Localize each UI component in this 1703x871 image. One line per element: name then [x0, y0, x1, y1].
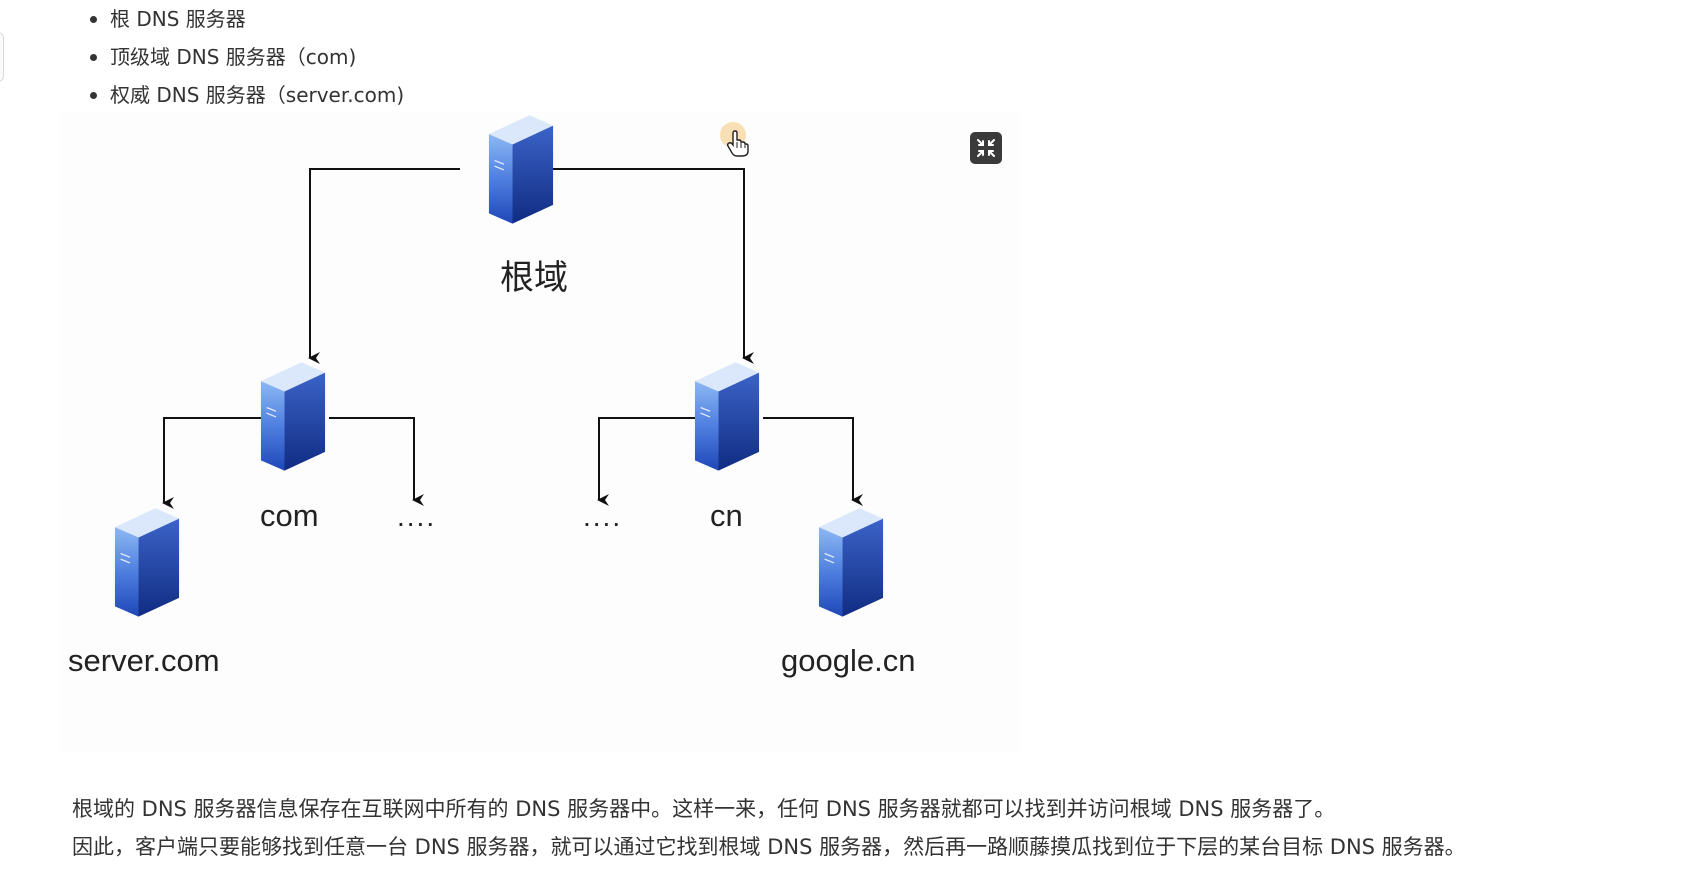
hand-pointer-icon [727, 130, 749, 157]
arrow-com-to-more [329, 417, 424, 506]
arrow-root-to-com [308, 168, 460, 364]
server-com-server-icon [114, 507, 180, 618]
bullet-text: 顶级域 DNS 服务器（com) [110, 45, 357, 69]
bullet-item-authoritative: 权威 DNS 服务器（server.com) [82, 80, 404, 118]
root-server-icon [488, 114, 554, 225]
com-label: com [260, 498, 319, 533]
bullet-dot [90, 54, 97, 61]
arrow-cn-to-google [763, 417, 863, 506]
connector-arrows [162, 168, 863, 509]
paragraph-root-info: 根域的 DNS 服务器信息保存在互联网中所有的 DNS 服务器中。这样一来，任何… [72, 797, 1336, 821]
com-server-icon [260, 361, 326, 472]
bullet-dot [90, 92, 97, 99]
bullet-item-tld: 顶级域 DNS 服务器（com) [82, 42, 404, 80]
server-com-label: server.com [68, 643, 220, 678]
fullscreen-toggle-button[interactable] [970, 132, 1002, 164]
arrow-root-to-cn [496, 168, 754, 364]
root-domain-label: 根域 [500, 259, 568, 297]
paragraph-client-lookup: 因此，客户端只要能够找到任意一台 DNS 服务器，就可以通过它找到根域 DNS … [72, 835, 1466, 859]
dns-hierarchy-diagram[interactable]: 根域 com .... .... cn server.com google.cn [60, 112, 1020, 752]
google-cn-label: google.cn [781, 643, 916, 678]
bullet-list: 根 DNS 服务器 顶级域 DNS 服务器（com) 权威 DNS 服务器（se… [82, 4, 404, 118]
bullet-dot [90, 16, 97, 23]
diagram-canvas [114, 114, 884, 618]
fullscreen-exit-icon [977, 139, 995, 157]
com-more-label: .... [397, 501, 437, 532]
arrow-com-to-server [162, 417, 264, 509]
arrow-cn-to-more [597, 417, 698, 506]
bullet-text: 根 DNS 服务器 [110, 7, 246, 31]
cn-label: cn [710, 498, 743, 533]
cn-server-icon [694, 361, 760, 472]
cn-more-label: .... [583, 501, 623, 532]
google-cn-server-icon [818, 507, 884, 618]
bullet-item-root: 根 DNS 服务器 [82, 4, 404, 42]
side-panel-tab[interactable] [0, 32, 4, 82]
bullet-text: 权威 DNS 服务器（server.com) [110, 83, 405, 107]
